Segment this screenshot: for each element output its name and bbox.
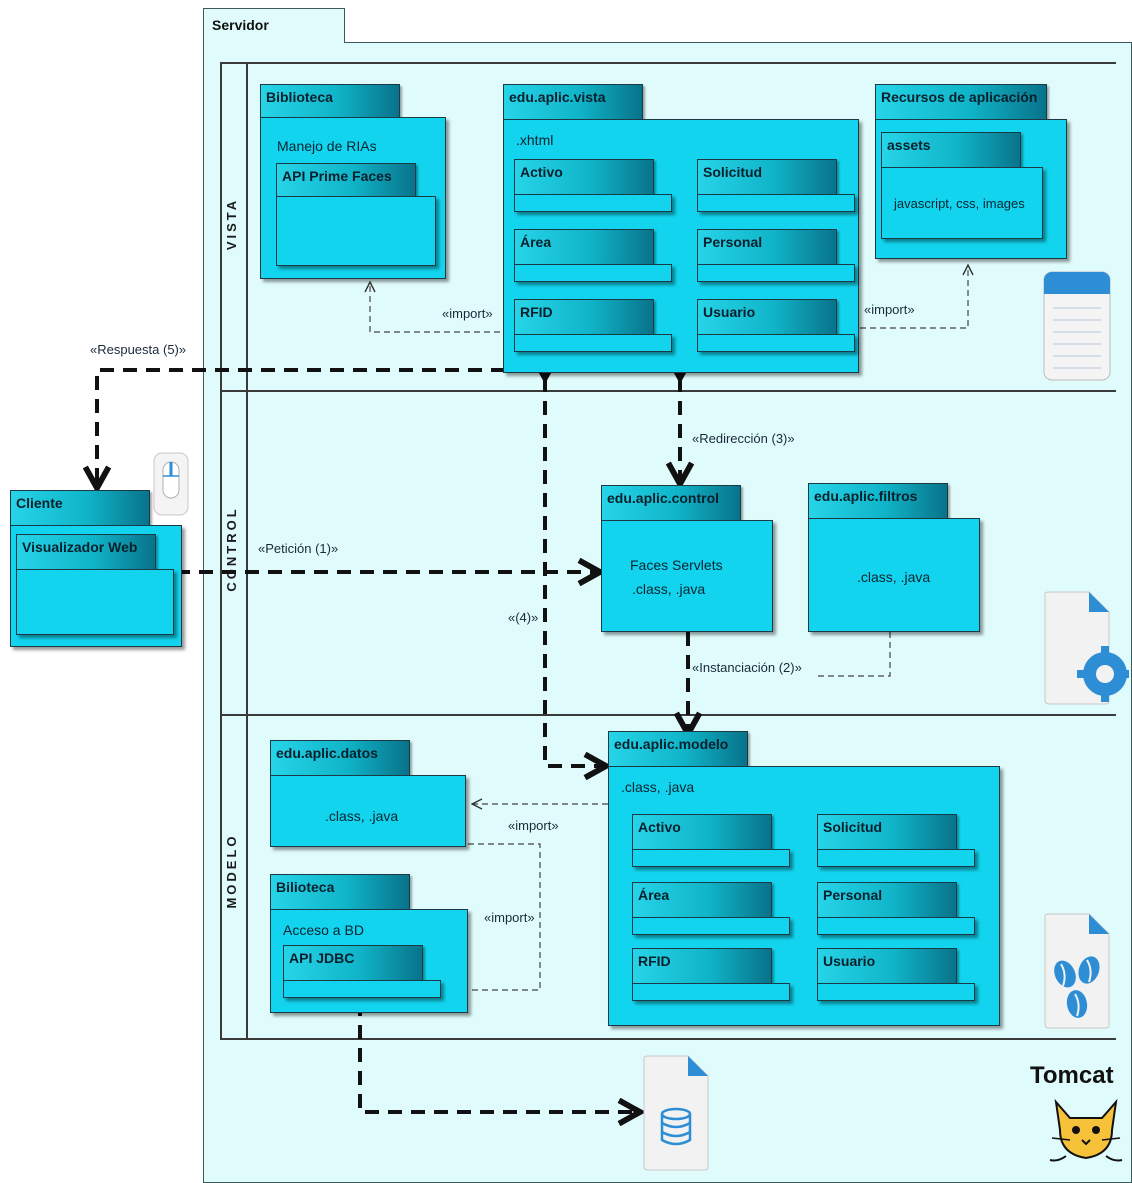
modelo-item-usuario-bar [817,983,975,1001]
respuesta-line [97,368,505,488]
filtros-pkg-package: .class, .java [808,518,980,632]
control-pkg-line2: .class, .java [632,581,706,597]
import-vista-left-label: «import» [442,306,493,321]
bilioteca-desc: Acceso a BD [283,922,364,938]
vista-item-activo-bar [514,194,672,212]
vista-item-usuario-tab: Usuario [697,299,837,335]
import-vista-recursos-line [860,265,968,329]
vista-item-area-bar [514,264,672,282]
bilioteca-tab: Bilioteca [270,874,410,910]
vista-item-solicitud-tab: Solicitud [697,159,837,195]
visualizador-web-tab: Visualizador Web [16,534,156,570]
modelo-item-area-tab: Área [632,882,772,918]
biblioteca-vista-tab: Biblioteca [260,84,400,118]
modelo-pkg-ext: .class, .java [621,779,695,795]
server-title: Servidor [212,17,269,33]
control-pkg-line1: Faces Servlets [630,557,723,573]
filtros-pkg-tab: edu.aplic.filtros [808,483,948,519]
server-tab: Servidor [203,8,345,43]
tomcat-label: Tomcat [1030,1062,1114,1089]
notepad-icon [1043,270,1111,382]
import-vista-biblioteca-line [370,282,500,333]
import-vista-right-label: «import» [864,302,915,317]
modelo-item-personal-bar [817,917,975,935]
file-coffee-icon [1043,912,1111,1030]
modelo-item-personal-tab: Personal [817,882,957,918]
api-prime-faces-package [276,196,436,266]
vista-item-area-tab: Área [514,229,654,265]
control-pkg-tab: edu.aplic.control [601,485,741,521]
modelo-item-rfid-bar [632,983,790,1001]
vista-item-usuario-bar [697,334,855,352]
instanciacion-label: «Instanciación (2)» [692,660,802,675]
filtros-pkg-content: .class, .java [857,569,931,585]
modelo-item-area-bar [632,917,790,935]
datos-pkg-package: .class, .java [270,775,466,847]
modelo-item-rfid-tab: RFID [632,948,772,984]
vista-item-rfid-bar [514,334,672,352]
respuesta-label: «Respuesta (5)» [90,342,187,357]
biblioteca-vista-desc: Manejo de RIAs [277,138,377,154]
vista-pkg-tab: edu.aplic.vista [503,84,643,120]
import-modelo-jdbc-label: «import» [484,910,535,925]
assets-content: javascript, css, images [894,196,1025,211]
recursos-tab: Recursos de aplicación [875,84,1047,120]
api-jdbc-tab: API JDBC [283,945,423,981]
api-prime-faces-tab: API Prime Faces [276,163,416,197]
vista-item-personal-tab: Personal [697,229,837,265]
modelo-item-solicitud-tab: Solicitud [817,814,957,850]
control-pkg-package: Faces Servlets .class, .java [601,520,773,632]
modelo-item-activo-bar [632,849,790,867]
database-file-icon [642,1054,710,1172]
assets-package: javascript, css, images [881,167,1043,239]
vista-item-rfid-tab: RFID [514,299,654,335]
modelo-item-activo-tab: Activo [632,814,772,850]
file-gear-icon [1043,590,1129,706]
import-datos-jdbc-line [442,843,541,990]
step4-label: «(4)» [508,610,539,625]
vista-item-activo-tab: Activo [514,159,654,195]
redireccion-label: «Redirección (3)» [692,431,795,446]
assets-tab: assets [881,132,1021,168]
modelo-item-usuario-tab: Usuario [817,948,957,984]
datos-pkg-tab: edu.aplic.datos [270,740,410,776]
lane-header-line [246,62,248,1040]
api-jdbc-bar [283,980,441,998]
modelo-item-solicitud-bar [817,849,975,867]
jdbc-db-line [360,1002,640,1112]
datos-pkg-content: .class, .java [325,808,399,824]
mouse-icon [153,452,189,516]
vista-item-personal-bar [697,264,855,282]
visualizador-web-package [16,569,174,635]
filtros-link-line [815,632,891,677]
tomcat-logo-icon [1048,1094,1124,1166]
lane-divider-2 [220,714,1116,716]
vista-item-solicitud-bar [697,194,855,212]
modelo-pkg-tab: edu.aplic.modelo [608,731,748,767]
import-modelo-datos-label: «import» [508,818,559,833]
peticion-label: «Petición (1)» [258,541,339,556]
cliente-tab: Cliente [10,490,150,526]
vista-pkg-ext: .xhtml [516,132,554,148]
